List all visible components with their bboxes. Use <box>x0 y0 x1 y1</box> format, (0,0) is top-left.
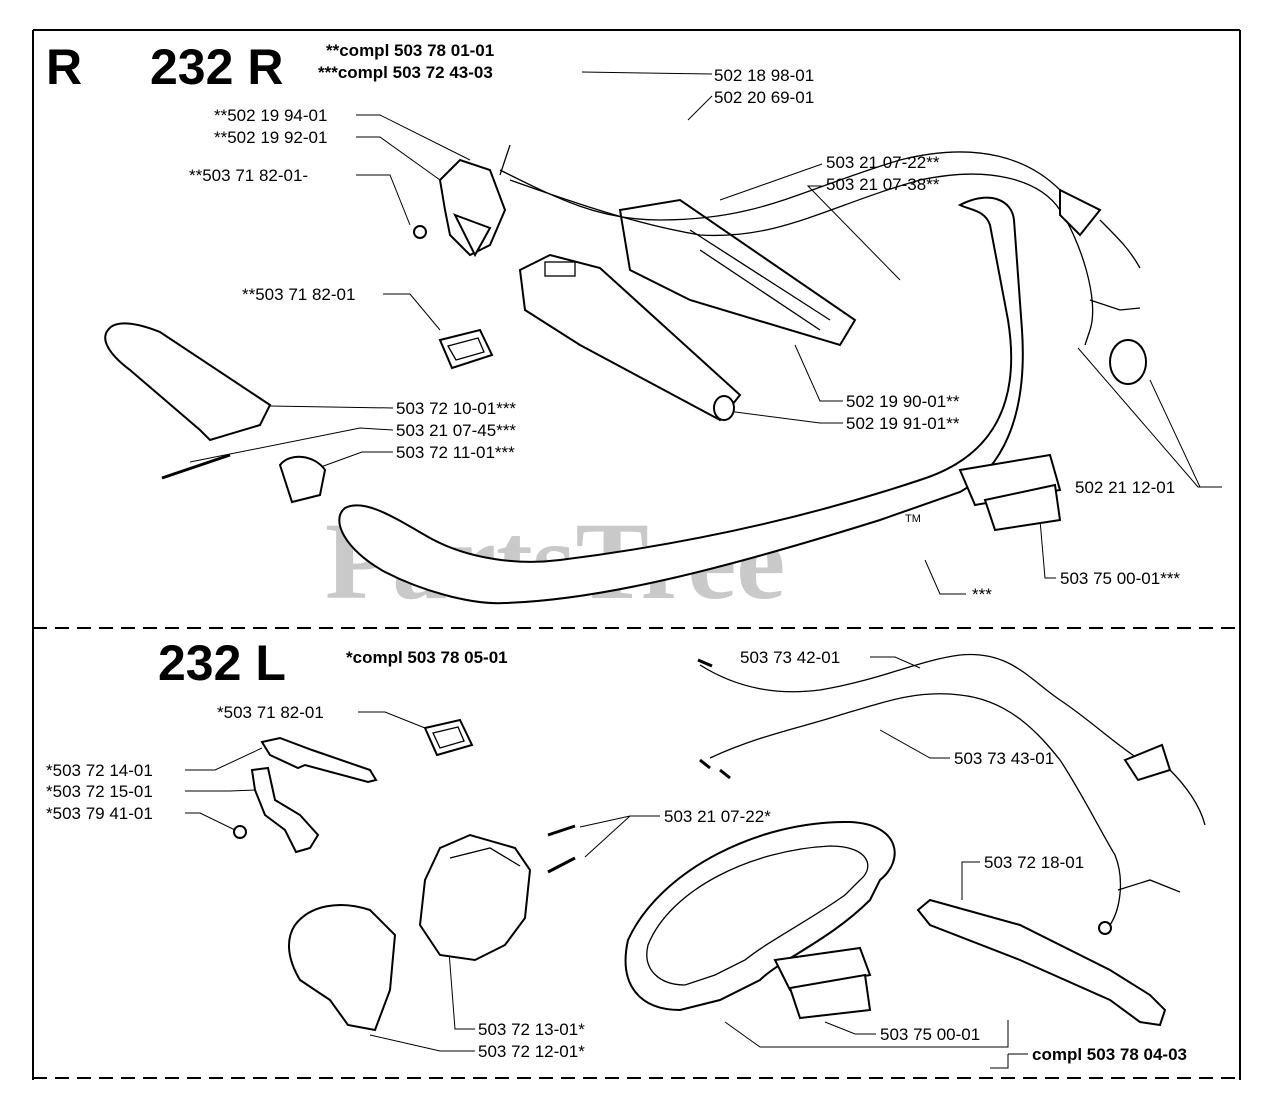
part-label: *503 72 14-01 <box>46 761 153 780</box>
leader-lines-r <box>189 71 1222 595</box>
cables-l <box>697 653 1206 935</box>
section-l-model: 232 L <box>158 635 286 691</box>
section-r-note-1: **compl 503 78 01-01 <box>326 41 494 60</box>
screws-l <box>547 824 576 874</box>
throttle-bracket-r <box>413 144 511 258</box>
handle-cover-l <box>288 904 397 1032</box>
part-label: 502 21 12-01 <box>1075 478 1175 497</box>
switch-r <box>438 328 494 370</box>
part-label: *503 71 82-01 <box>217 703 324 722</box>
loop-handle-l <box>624 820 896 1020</box>
part-label: 503 21 07-38** <box>826 175 940 194</box>
part-label: **502 19 92-01 <box>214 128 327 147</box>
part-label: 503 21 07-45*** <box>396 421 516 440</box>
part-label: 503 72 18-01 <box>984 853 1084 872</box>
part-label: 503 72 13-01* <box>478 1020 585 1039</box>
switch-l <box>423 718 474 757</box>
part-label: **502 19 94-01 <box>214 106 327 125</box>
part-label: 502 19 90-01** <box>846 392 960 411</box>
part-label: *503 72 15-01 <box>46 782 153 801</box>
part-label: *** <box>972 585 992 604</box>
part-label: 503 73 42-01 <box>740 648 840 667</box>
part-label: 502 18 98-01 <box>714 66 814 85</box>
part-label: 503 75 00-01 <box>880 1025 980 1044</box>
part-label: 502 20 69-01 <box>714 88 814 107</box>
spring-r <box>1109 339 1147 385</box>
section-r-model: 232 R <box>150 39 283 95</box>
handle-housing-l <box>418 833 532 962</box>
part-label: 503 72 12-01* <box>478 1042 585 1061</box>
section-l-note: *compl 503 78 05-01 <box>346 648 508 667</box>
part-label: **503 71 82-01 <box>242 285 355 304</box>
part-label: 503 75 00-01*** <box>1060 569 1180 588</box>
loop-handle <box>338 196 1062 605</box>
cables-r <box>499 151 1141 346</box>
part-label: 503 21 07-22* <box>664 807 771 826</box>
part-label: 503 73 43-01 <box>954 749 1054 768</box>
part-label: 502 19 91-01** <box>846 414 960 433</box>
section-r-note-2: ***compl 503 72 43-03 <box>318 63 493 82</box>
throttle-rod-l <box>916 898 1167 1027</box>
part-label: **503 71 82-01- <box>189 166 308 185</box>
part-label: compl 503 78 04-03 <box>1032 1045 1187 1064</box>
section-232r: R 232 R **compl 503 78 01-01 ***compl 50… <box>46 39 1222 605</box>
part-label: *503 79 41-01 <box>46 804 153 823</box>
handle-assembly <box>518 198 857 422</box>
watermark-tm: TM <box>905 513 921 525</box>
grip-handle-r <box>104 322 327 504</box>
part-label: 503 72 10-01*** <box>396 399 516 418</box>
throttle-lever-l <box>233 736 378 854</box>
section-232l: 232 L *compl 503 78 05-01 *503 71 82-01 … <box>46 635 1206 1069</box>
section-r-letter: R <box>46 39 82 95</box>
part-label: 503 72 11-01*** <box>396 443 515 462</box>
diagram-frame <box>32 29 1241 1080</box>
